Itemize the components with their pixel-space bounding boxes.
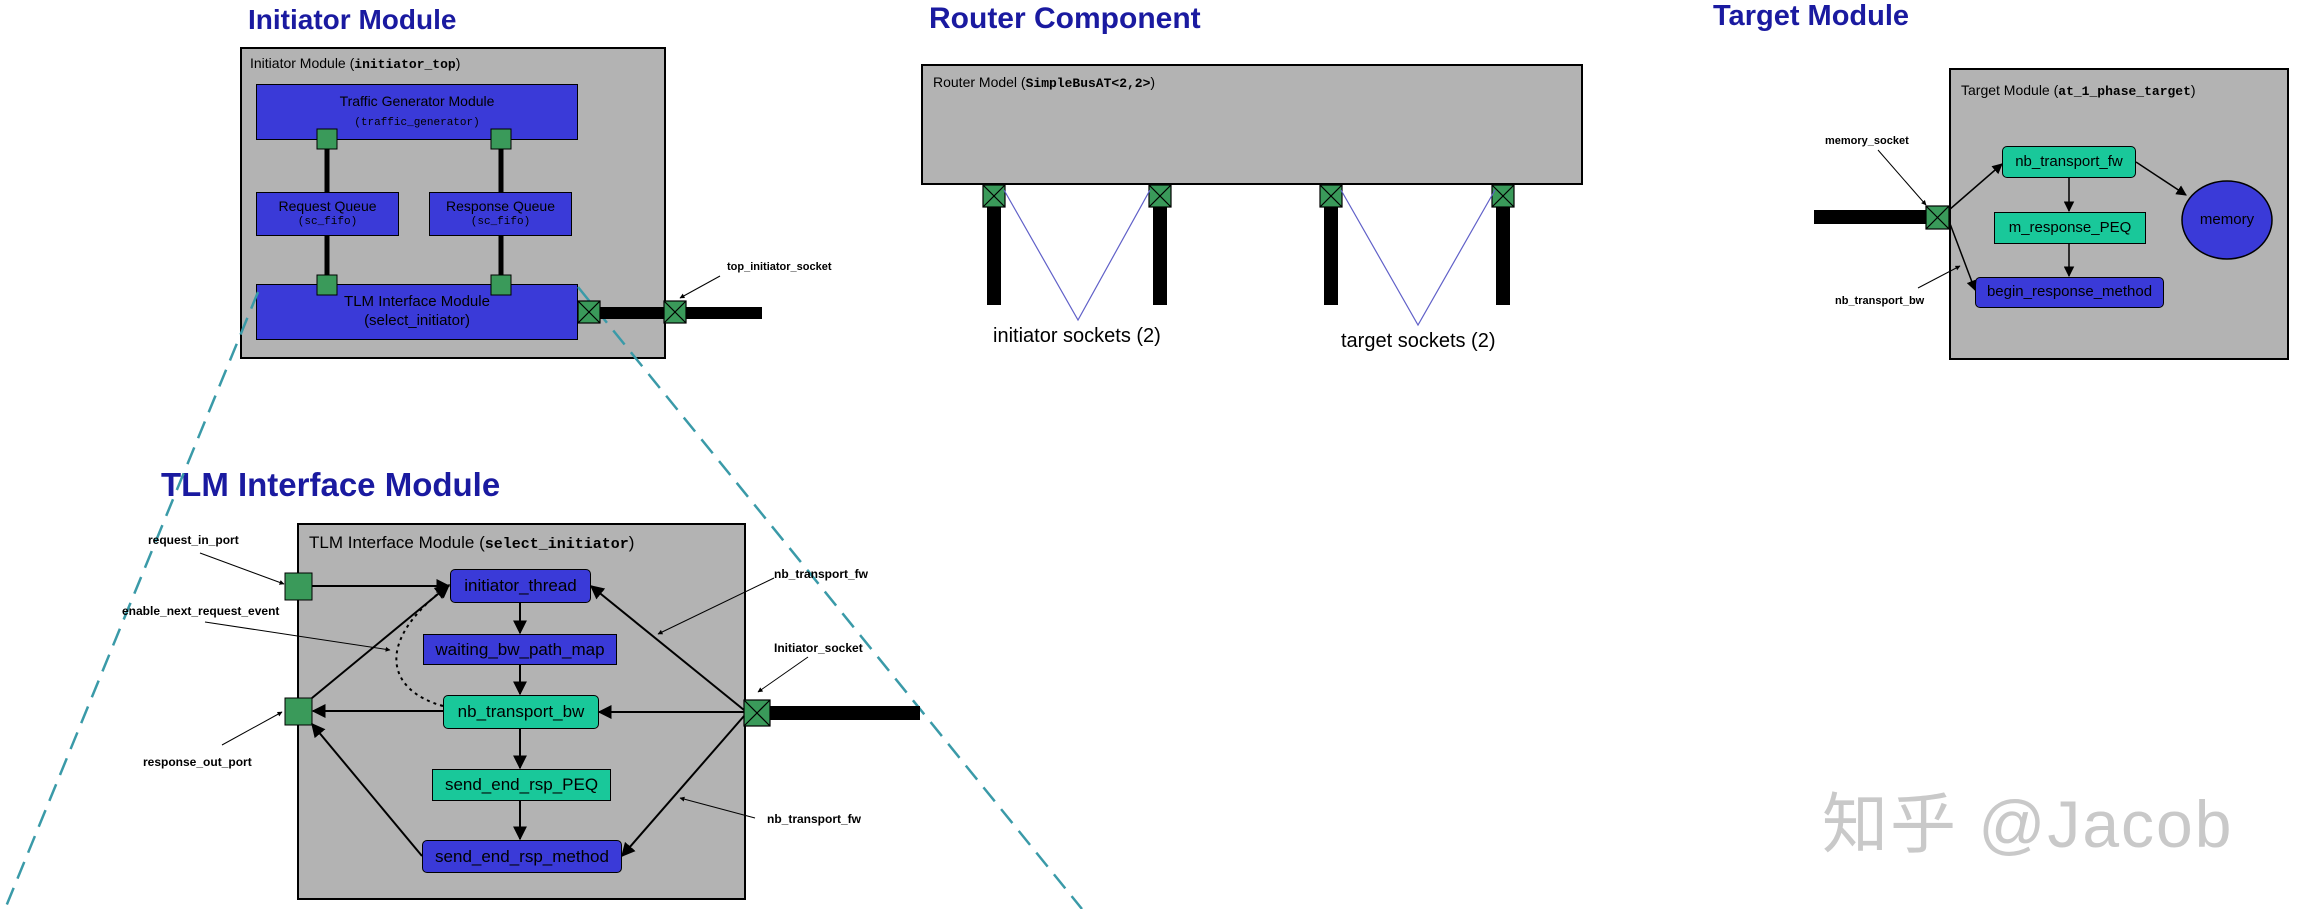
request-in-port-label: request_in_port [148,533,239,547]
traffic-generator-box: Traffic Generator Module (traffic_genera… [256,84,578,140]
router-target-sockets-label: target sockets (2) [1341,330,1496,352]
waiting-bw-path-map-box: waiting_bw_path_map [423,634,617,665]
target-module-heading: Target Module [1713,0,1910,32]
request-queue-label: Request Queue [278,198,377,215]
initiator-panel-title: Initiator Module (initiator_top) [250,55,461,72]
watermark: 知乎 @Jacob [1822,787,2234,861]
router-socket-callouts [1003,189,1496,327]
initiator-thread-box: initiator_thread [450,569,591,603]
tlm-socket-bar [770,706,920,720]
target-memory-socket-label: memory_socket [1825,135,1909,147]
target-socket-icon [1925,205,1950,230]
router-socket-posts [987,185,1510,305]
tlm-nb-transport-fw-top-label: nb_transport_fw [774,567,869,581]
top-initiator-socket-pointer [679,275,721,299]
request-queue-code: (sc_fifo) [297,215,358,228]
target-nb-transport-fw-label: nb_transport_fw [2015,152,2123,170]
traffic-generator-code: (traffic_generator) [354,116,480,129]
memory-label: memory [2182,200,2272,240]
response-queue-label: Response Queue [446,198,555,215]
tlm-socket-icon [743,699,771,727]
enable-next-request-event-label: enable_next_request_event [122,604,280,618]
initiator-thread-label: initiator_thread [464,576,577,596]
memory-text: memory [2199,210,2255,228]
router-model-panel: Router Model (SimpleBusAT<2,2>) [921,64,1583,185]
top-initiator-socket-label: top_initiator_socket [727,261,832,273]
waiting-bw-path-map-label: waiting_bw_path_map [435,639,605,659]
target-panel-title: Target Module (at_1_phase_target) [1961,82,2196,99]
target-nb-transport-bw-label: nb_transport_bw [1835,295,1925,307]
tlm-nb-transport-bw-box: nb_transport_bw [443,695,599,729]
m-response-peq-label: m_response_PEQ [2008,218,2132,236]
response-queue-code: (sc_fifo) [470,215,531,228]
target-nb-transport-fw-box: nb_transport_fw [2002,146,2136,178]
initiator-tlm-interface-sub: (select_initiator) [364,312,470,329]
initiator-tlm-interface-label: TLM Interface Module [344,293,490,311]
initiator-tlm-interface-box: TLM Interface Module (select_initiator) [256,284,578,340]
tlm-initiator-socket-label: Initiator_socket [774,641,863,655]
tlm-interface-module-heading: TLM Interface Module [161,466,501,503]
router-initiator-sockets-label: initiator sockets (2) [993,325,1161,347]
traffic-generator-label: Traffic Generator Module [339,93,495,110]
begin-response-method-box: begin_response_method [1975,277,2164,308]
target-socket-bar [1814,210,1930,224]
target-label-pointers [1877,149,1961,289]
send-end-rsp-method-label: send_end_rsp_method [435,846,609,866]
send-end-rsp-peq-label: send_end_rsp_PEQ [444,775,599,795]
tlm-nb-transport-bw-label: nb_transport_bw [457,702,585,722]
initiator-module-heading: Initiator Module [248,4,457,35]
router-component-heading: Router Component [929,2,1201,35]
response-queue-box: Response Queue (sc_fifo) [429,192,572,236]
tlm-panel-title: TLM Interface Module (select_initiator) [309,533,635,553]
send-end-rsp-peq-box: send_end_rsp_PEQ [432,769,611,801]
router-socket-icons [982,184,1515,208]
router-panel-title: Router Model (SimpleBusAT<2,2>) [933,74,1156,91]
send-end-rsp-method-box: send_end_rsp_method [422,840,622,873]
begin-response-method-label: begin_response_method [1986,283,2153,301]
m-response-peq-box: m_response_PEQ [1994,212,2146,244]
response-out-port-label: response_out_port [143,755,252,769]
request-queue-box: Request Queue (sc_fifo) [256,192,399,236]
tlm-nb-transport-fw-bottom-label: nb_transport_fw [767,812,862,826]
